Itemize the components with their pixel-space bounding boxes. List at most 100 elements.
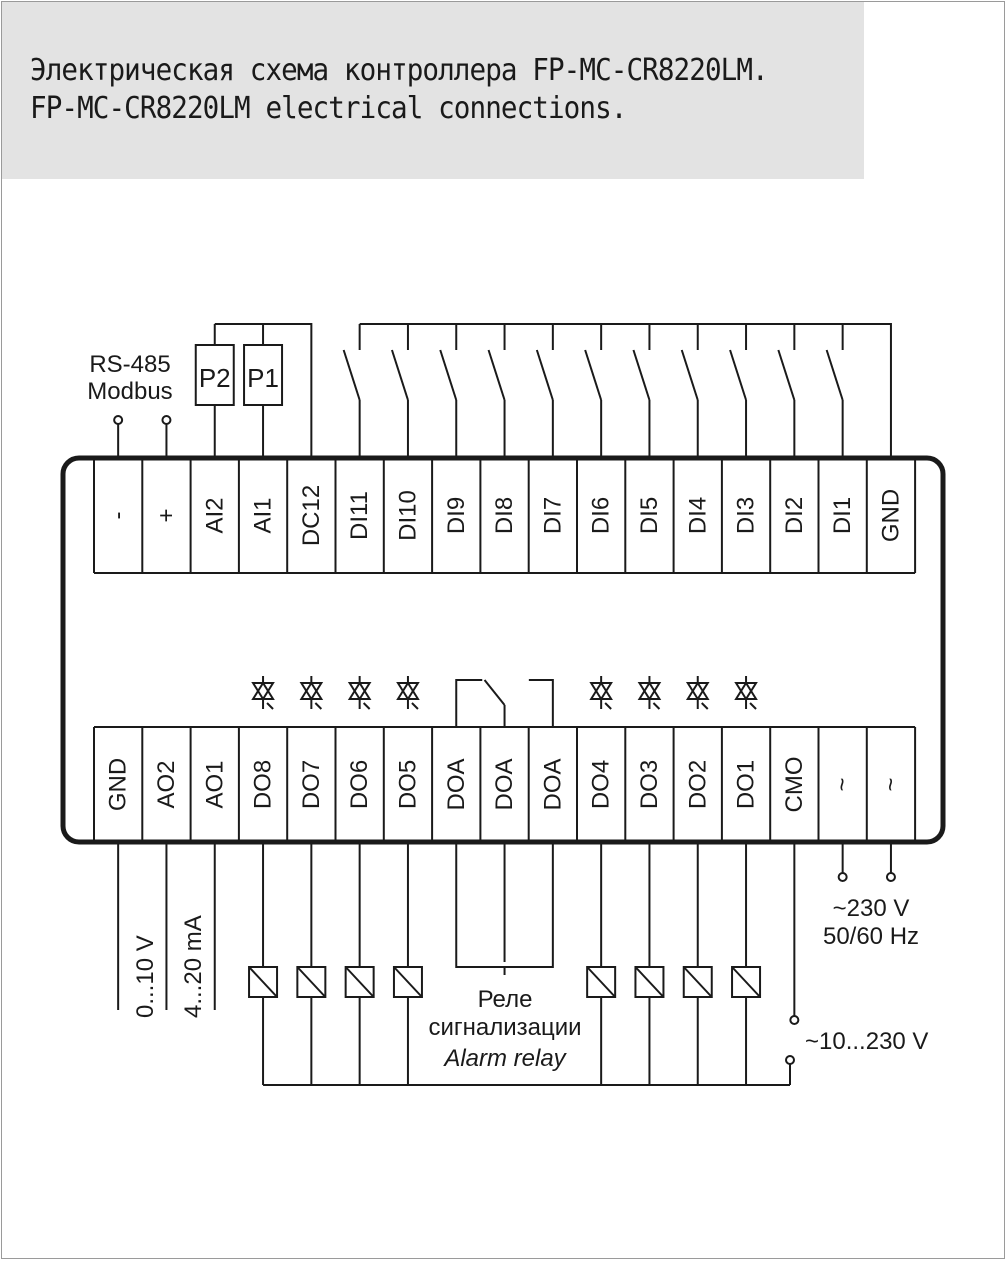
terminal-circle xyxy=(837,872,848,882)
load-coil-diagonal xyxy=(586,966,616,998)
di-switch-contact xyxy=(632,349,651,401)
relay-contact xyxy=(455,679,483,727)
title-line-ru: Электрическая схема контроллера FP-MC-CR… xyxy=(30,53,769,88)
di-switch-contact xyxy=(342,349,361,401)
di-switch-contact xyxy=(390,349,409,401)
triac-symbol xyxy=(396,676,420,710)
controller-body xyxy=(60,455,946,845)
di-switch-contact xyxy=(729,349,748,401)
load-coil-diagonal xyxy=(683,966,713,998)
triac-symbol xyxy=(637,676,662,710)
bottom-terminal-label: DO4 xyxy=(588,760,615,809)
supply-frequency-label: 50/60 Hz xyxy=(823,923,919,950)
output-4-20ma-label: 4...20 mA xyxy=(180,915,207,1018)
top-terminal-label: - xyxy=(105,512,132,520)
terminal-circle xyxy=(785,1055,795,1065)
bottom-terminal-label: DOA xyxy=(491,758,518,810)
top-terminal-label: DI10 xyxy=(394,490,421,541)
triac-gate xyxy=(314,702,323,710)
modbus-label: Modbus xyxy=(87,378,172,405)
alarm-bracket xyxy=(455,962,554,968)
triac-gate xyxy=(362,702,371,710)
sensor-p1-label: P1 xyxy=(247,363,279,393)
top-terminal-label: DI6 xyxy=(588,497,615,534)
triac-gate xyxy=(604,702,612,710)
terminal-circle xyxy=(161,415,172,425)
di-common-bus xyxy=(359,323,892,458)
di-switch-contact xyxy=(584,349,603,401)
top-terminal-label: GND xyxy=(877,489,904,542)
bottom-terminal-label: AO1 xyxy=(201,760,228,808)
load-coil-diagonal xyxy=(634,966,665,998)
top-terminal-label: DI9 xyxy=(443,497,470,534)
top-terminal-label: DI11 xyxy=(346,491,373,540)
load-coil-diagonal xyxy=(731,966,761,998)
triac-symbol xyxy=(347,676,372,710)
bottom-terminal-label: DO3 xyxy=(636,760,663,809)
bottom-terminal-label: DOA xyxy=(443,758,470,810)
bottom-terminal-label: DO1 xyxy=(733,760,760,809)
alarm-label-en: Alarm relay xyxy=(442,1045,567,1072)
di-switch-contact xyxy=(487,349,506,401)
sensor-p1-box xyxy=(243,344,284,406)
di-switch-contact xyxy=(680,349,699,401)
rs485-label: RS-485 xyxy=(89,351,170,378)
load-coil-diagonal xyxy=(248,966,278,998)
dc12-wire xyxy=(214,323,313,458)
triac-symbol xyxy=(299,676,324,710)
top-terminal-label: DI7 xyxy=(539,497,566,534)
output-0-10v-label: 0...10 V xyxy=(132,935,159,1018)
terminal-circle xyxy=(113,415,124,425)
alarm-label-ru-2: сигнализации xyxy=(428,1014,581,1041)
controller-housing xyxy=(60,455,946,845)
triac-gate xyxy=(266,702,274,710)
di-switch-contact xyxy=(439,349,458,401)
triac-symbol xyxy=(734,676,758,710)
top-terminal-label: DI8 xyxy=(491,497,518,534)
sensor-p2-label: P2 xyxy=(199,363,231,393)
di-switch-contact xyxy=(777,349,796,401)
load-coil-diagonal xyxy=(393,966,423,998)
triac-symbol xyxy=(685,676,710,710)
supply-voltage-label: ~230 V xyxy=(833,895,910,922)
bottom-terminal-label: DO2 xyxy=(684,760,711,809)
bottom-terminal-label: DO8 xyxy=(250,760,277,809)
top-terminal-label: DI5 xyxy=(636,497,663,534)
top-terminal-label: DI2 xyxy=(781,497,808,534)
load-supply-label: ~10...230 V xyxy=(805,1028,928,1055)
terminal-circle xyxy=(789,1015,800,1025)
top-terminal-label: DI3 xyxy=(733,497,760,534)
triac-symbol xyxy=(589,676,613,710)
load-coil-diagonal xyxy=(344,966,375,998)
bottom-terminal-label: ~ xyxy=(877,777,904,791)
triac-gate xyxy=(749,702,757,710)
bottom-terminal-label: DOA xyxy=(539,758,566,810)
sensor-p2-box xyxy=(194,344,235,406)
di-switch-contact xyxy=(535,349,554,401)
di-switch-contact xyxy=(825,349,844,401)
labels: - + AI2 AI1 DC12 DI11 DI10 DI9 DI8 DI7 DI6 DI5 DI4 DI… xyxy=(87,351,928,1072)
triac-symbol xyxy=(251,676,275,710)
symbols xyxy=(113,344,896,1065)
bottom-terminal-label: ~ xyxy=(829,777,856,791)
top-terminal-label: DI4 xyxy=(684,497,711,534)
bottom-terminal-label: DO7 xyxy=(298,760,325,809)
title-line-en: FP-MC-CR8220LM electrical connections. xyxy=(30,91,627,126)
wires xyxy=(117,323,892,1086)
alarm-label-ru-1: Реле xyxy=(478,986,533,1013)
bottom-terminal-label: GND xyxy=(105,758,132,811)
terminal-circle xyxy=(885,872,896,882)
top-terminal-label: DC12 xyxy=(298,485,325,546)
bottom-terminal-label: DO6 xyxy=(346,760,373,809)
relay-contact xyxy=(528,679,554,727)
top-terminal-label: DI1 xyxy=(829,497,856,534)
top-terminal-label: AI2 xyxy=(201,497,228,533)
triac-gate xyxy=(701,702,709,710)
top-terminal-label: + xyxy=(153,508,180,522)
page-title: Электрическая схема контроллера FP-MC-CR… xyxy=(30,52,769,128)
load-coil-diagonal xyxy=(296,966,327,998)
bottom-terminal-label: DO5 xyxy=(394,760,421,809)
top-terminal-label: AI1 xyxy=(250,497,277,533)
bottom-terminal-label: AO2 xyxy=(153,760,180,808)
